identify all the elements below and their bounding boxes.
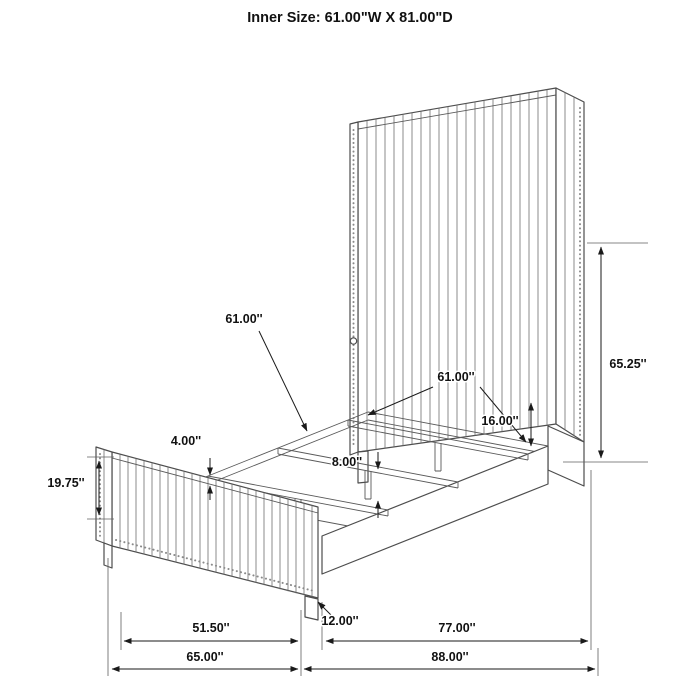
headboard-channel-tufting (366, 89, 548, 451)
dim-overall-length-label: 88.00'' (431, 650, 468, 664)
footboard-nailhead-trim-bottom (115, 539, 315, 592)
footboard-top-edge (111, 457, 319, 514)
footboard-right-leg (304, 595, 319, 621)
headboard-right-wing (555, 87, 585, 443)
leader-arrow (317, 601, 332, 616)
dim-footboard-height-label: 19.75'' (47, 476, 84, 490)
footboard-left-leg (103, 542, 113, 569)
dim-clearance-label: 16.00'' (481, 414, 518, 428)
headboard-bolt-detail (349, 337, 358, 345)
center-support-leg-2 (364, 471, 372, 500)
extension-lines (87, 242, 648, 676)
headboard-top-edge (357, 94, 557, 130)
footboard-channel-tufting (119, 454, 313, 598)
slat-1 (347, 419, 529, 461)
inner-size-title: Inner Size: 61.00"W X 81.00"D (247, 10, 453, 26)
dim-headboard-height-label: 65.25'' (609, 357, 646, 371)
slat-3 (207, 475, 389, 517)
dim-slat-length-label: 61.00'' (225, 312, 262, 326)
head-cross-member (367, 411, 549, 455)
dim-arrow-left (367, 386, 434, 416)
dim-inner-width-label: 61.00'' (437, 370, 474, 384)
footboard-front-panel (111, 451, 319, 599)
dimension-annotations: 61.00'' 61.00'' 16.00'' 8.00'' 4.00'' 19… (46, 246, 648, 673)
dim-footboard-inner-width-label: 51.50'' (192, 621, 229, 635)
dim-leg-height-label: 8.00'' (332, 455, 362, 469)
dim-rail-height-label: 12.00'' (321, 614, 358, 628)
dim-arrow-right (479, 386, 527, 443)
dim-slat-thickness-label: 4.00'' (171, 434, 201, 448)
leader-arrow (258, 330, 308, 432)
footboard (95, 446, 319, 621)
dim-inner-length-label: 77.00'' (438, 621, 475, 635)
dim-footboard-width-label: 65.00'' (186, 650, 223, 664)
right-side-rail (321, 445, 549, 575)
center-support-leg-1 (434, 443, 442, 472)
slat-2 (277, 447, 459, 489)
headboard-left-leg (357, 450, 369, 484)
headboard (349, 87, 585, 487)
